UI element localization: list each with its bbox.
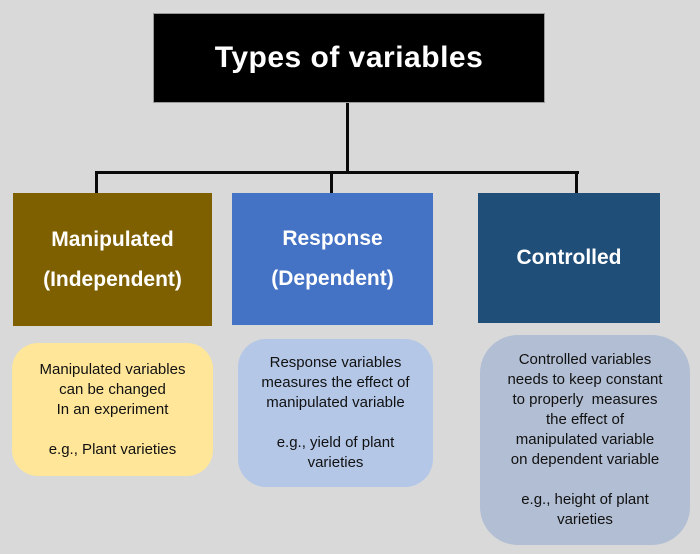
note-box-response: Response variables measures the effect o… (238, 339, 433, 487)
note-controlled-text: Controlled variables needs to keep const… (507, 351, 663, 528)
header-manipulated-line2: (Independent) (43, 267, 182, 291)
connector-title-stem (346, 103, 349, 174)
header-response-line1: Response (282, 227, 383, 250)
note-manipulated-text: Manipulated variables can be changed In … (39, 360, 186, 458)
diagram-title: Types of variables (214, 41, 484, 74)
connector-drop-controlled (575, 173, 578, 193)
header-manipulated-line1: Manipulated (51, 227, 174, 251)
connector-drop-manipulated (95, 173, 98, 193)
header-response-line2: (Dependent) (271, 267, 394, 290)
connector-horizontal-rail (95, 171, 579, 174)
title-box: Types of variables (153, 13, 545, 103)
note-box-controlled: Controlled variables needs to keep const… (480, 335, 690, 545)
header-box-controlled: Controlled (478, 193, 660, 323)
header-box-response: Response (Dependent) (232, 193, 433, 325)
header-controlled-line1: Controlled (516, 246, 622, 269)
note-box-manipulated: Manipulated variables can be changed In … (12, 343, 213, 476)
header-box-manipulated: Manipulated (Independent) (13, 193, 212, 326)
note-response-text: Response variables measures the effect o… (261, 354, 410, 471)
connector-drop-response (330, 173, 333, 193)
